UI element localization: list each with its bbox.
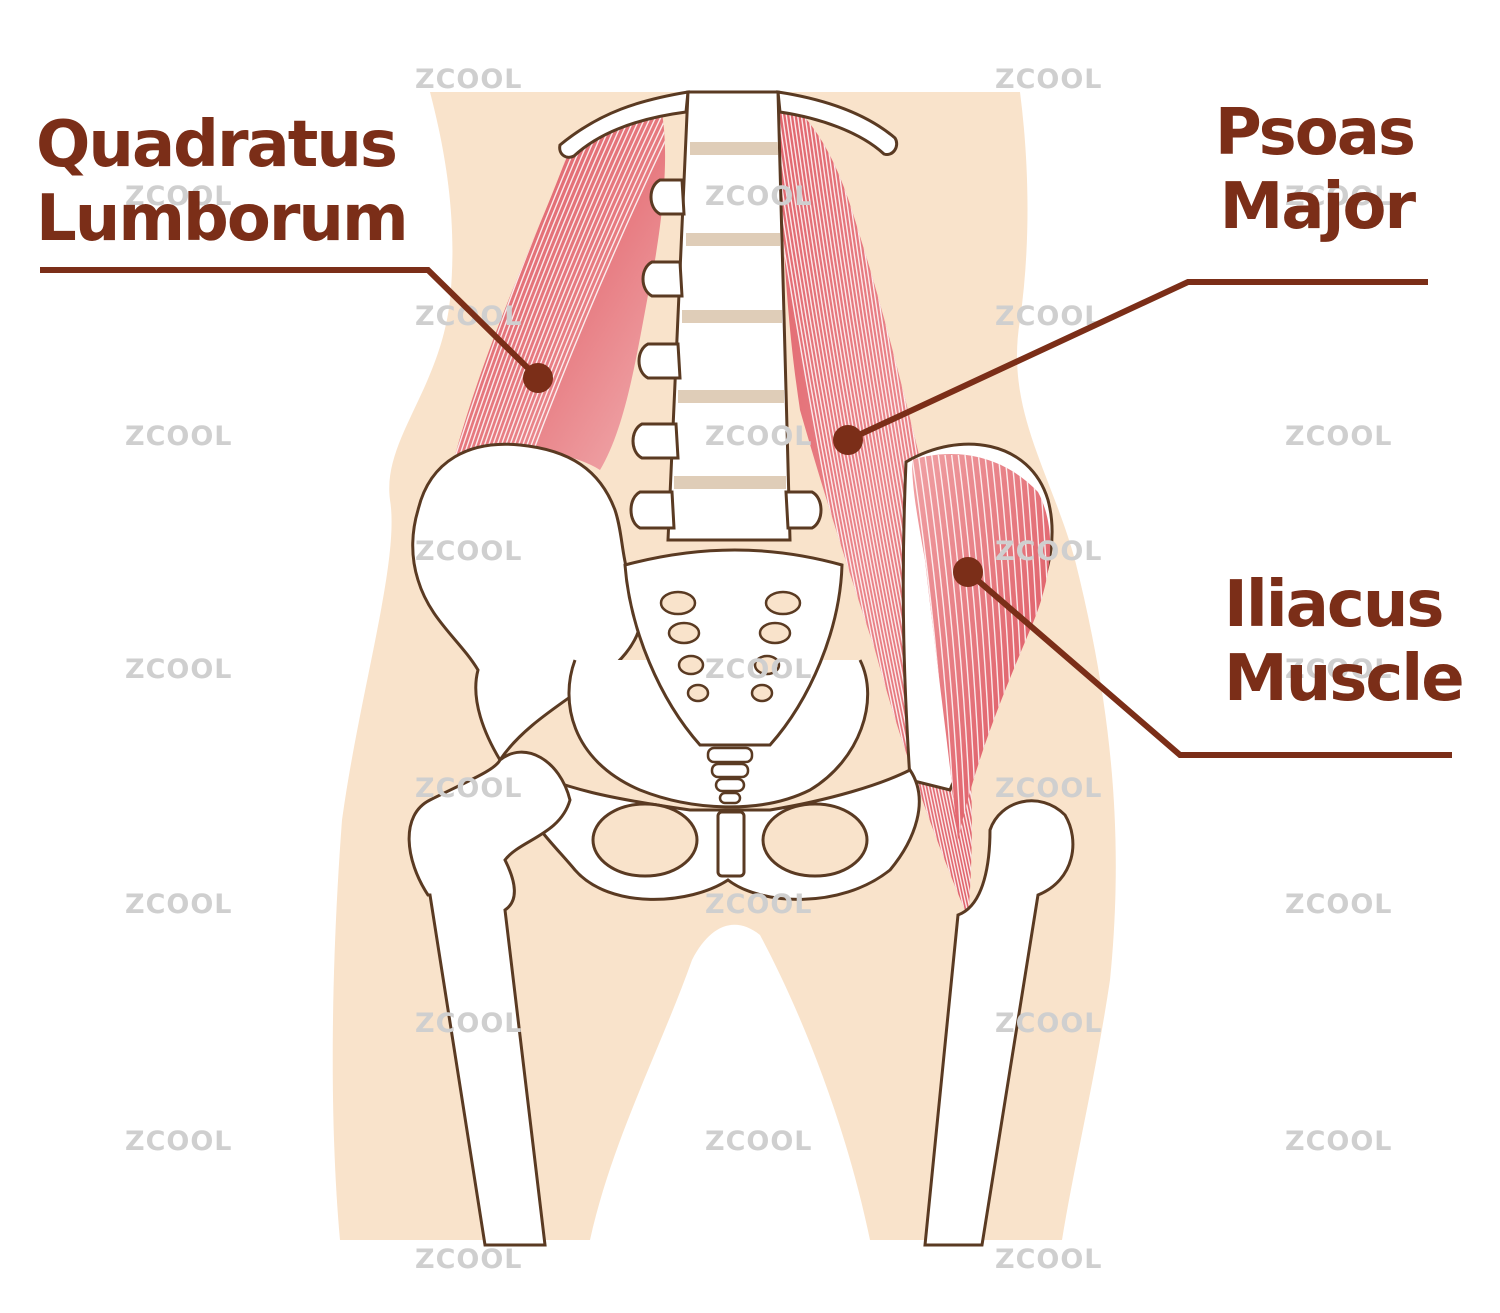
label-psoas-major: Psoas Major	[1214, 96, 1416, 244]
watermark-text: ZCOOL	[705, 1126, 813, 1157]
watermark-text: ZCOOL	[1285, 421, 1393, 452]
muscle-fiber	[512, 113, 665, 470]
muscle-fiber	[466, 113, 608, 470]
label-iliacus-line1: Iliacus	[1224, 568, 1444, 642]
watermark-text: ZCOOL	[1285, 181, 1393, 212]
muscle-fiber	[521, 113, 666, 470]
muscle-fiber	[500, 113, 650, 470]
watermark-text: ZCOOL	[1285, 654, 1393, 685]
watermark-text: ZCOOL	[125, 889, 233, 920]
lumbar-spine	[629, 90, 823, 542]
label-psoas-line2: Major	[1219, 170, 1416, 244]
muscle-fiber	[496, 113, 645, 470]
muscle-fiber	[471, 113, 613, 470]
muscle-fiber	[462, 113, 603, 470]
watermark-text: ZCOOL	[415, 536, 523, 567]
muscle-fiber	[483, 113, 629, 470]
muscle-fiber	[804, 92, 958, 918]
watermark-text: ZCOOL	[125, 181, 233, 212]
muscle-fiber	[525, 113, 666, 470]
muscle-fiber	[930, 454, 968, 840]
watermark-text: ZCOOL	[705, 421, 813, 452]
label-quadratus-line2: Lumborum	[36, 182, 409, 256]
watermark-text: ZCOOL	[995, 773, 1103, 804]
marker-dot-iliacus	[953, 557, 983, 587]
watermark-text: ZCOOL	[415, 1244, 523, 1275]
leader-line-quadratus	[40, 267, 541, 381]
watermark-text: ZCOOL	[125, 1126, 233, 1157]
muscle-fiber	[487, 113, 634, 470]
watermark-text: ZCOOL	[1285, 1126, 1393, 1157]
watermark-text: ZCOOL	[125, 421, 233, 452]
watermark-text: ZCOOL	[995, 301, 1103, 332]
watermark-text: ZCOOL	[995, 64, 1103, 95]
muscle-fiber	[823, 92, 972, 918]
label-quadratus-line1: Quadratus	[36, 108, 398, 182]
muscle-fiber	[819, 92, 970, 918]
label-quadratus-lumborum: Quadratus Lumborum	[36, 108, 409, 256]
muscle-fiber	[924, 454, 962, 840]
muscle-fiber	[458, 113, 598, 470]
watermark-text: ZCOOL	[415, 64, 523, 95]
muscle-fiber	[508, 113, 660, 470]
watermark-text: ZCOOL	[995, 1244, 1103, 1275]
leader-line-psoas	[846, 279, 1428, 443]
muscle-fiber	[479, 113, 624, 470]
watermark-text: ZCOOL	[705, 654, 813, 685]
watermark-text: ZCOOL	[995, 1008, 1103, 1039]
muscle-fiber	[801, 92, 955, 918]
sacrum	[623, 548, 844, 805]
muscle-fiber	[808, 92, 961, 918]
leader-line-iliacus	[966, 569, 1452, 758]
marker-dot-psoas	[833, 425, 863, 455]
watermark-text: ZCOOL	[705, 889, 813, 920]
muscle-fiber	[812, 92, 964, 918]
watermark-text: ZCOOL	[415, 301, 523, 332]
watermark-text: ZCOOL	[125, 654, 233, 685]
watermark-text: ZCOOL	[415, 773, 523, 804]
label-iliacus-line2: Muscle	[1224, 642, 1465, 716]
watermark-text: ZCOOL	[1285, 889, 1393, 920]
pelvic-floor-bones	[502, 756, 921, 901]
muscle-fiber	[827, 92, 972, 918]
muscle-fiber	[504, 113, 655, 470]
muscle-fiber	[831, 92, 972, 918]
label-iliacus-muscle: Iliacus Muscle	[1224, 568, 1465, 716]
label-psoas-line1: Psoas	[1214, 96, 1416, 170]
leader-lines	[40, 267, 1452, 758]
muscle-fiber	[475, 113, 619, 470]
watermark-text: ZCOOL	[995, 536, 1103, 567]
watermark-text: ZCOOL	[705, 181, 813, 212]
watermarks: ZCOOL ZCOOL ZCOOL ZCOOL ZCOOL ZCOOL ZCOOL ZCOOL…	[125, 64, 1393, 1275]
femur-right	[923, 799, 1075, 1247]
ribs	[558, 90, 899, 159]
muscle-fiber	[516, 113, 666, 470]
muscle-fiber	[816, 92, 967, 918]
watermark-text: ZCOOL	[415, 1008, 523, 1039]
marker-dot-quadratus	[523, 363, 553, 393]
muscle-fiber	[491, 113, 639, 470]
femur-left	[407, 750, 572, 1247]
